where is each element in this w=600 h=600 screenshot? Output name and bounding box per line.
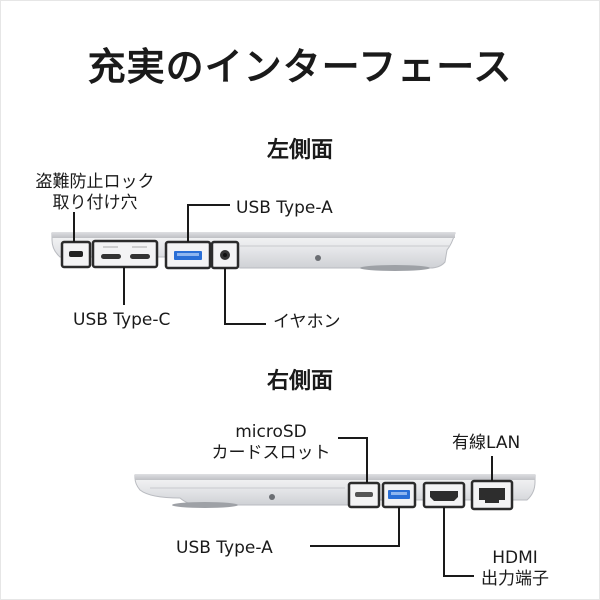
microsd-label-line2: カードスロット [211,443,331,463]
microsd-label: microSD カードスロット [196,422,346,464]
screw-icon [315,255,321,261]
right-laptop-side [134,437,536,577]
hdmi-label: HDMI 出力端子 [474,548,556,590]
hdmi-callout-line [443,507,474,577]
microsd-slot [355,492,373,497]
lock-slot-icon [69,251,83,257]
lan-label: 有線LAN [452,433,521,453]
usb-c-label: USB Type-C [73,310,171,330]
left-usb-a-callout-line [187,204,230,242]
page-title: 充実のインターフェース [87,45,513,89]
left-foot [360,265,430,271]
right-foot [172,502,238,508]
earphone-label: イヤホン [273,312,341,332]
usb-c-port-2 [130,254,150,259]
microsd-label-line1: microSD [235,422,307,442]
screw-icon [269,494,275,500]
right-side-heading: 右側面 [266,369,333,394]
lock-label-line1: 盗難防止ロック [35,172,155,192]
left-laptop-side [51,204,456,325]
hdmi-label-line2: 出力端子 [481,569,549,589]
left-usb-a-label: USB Type-A [236,198,333,218]
right-usb-a-callout-line [310,507,400,547]
usb-c-port-1 [101,254,121,259]
hdmi-port [430,491,458,501]
right-usb-a-label: USB Type-A [176,538,273,558]
lan-port [479,488,505,503]
hdmi-label-line1: HDMI [492,548,538,568]
microsd-callout-line [338,437,368,483]
lock-label-line2: 取り付け穴 [52,193,138,213]
earphone-callout-line [224,268,266,325]
lock-label: 盗難防止ロック 取り付け穴 [28,172,162,214]
left-side-heading: 左側面 [266,138,333,163]
